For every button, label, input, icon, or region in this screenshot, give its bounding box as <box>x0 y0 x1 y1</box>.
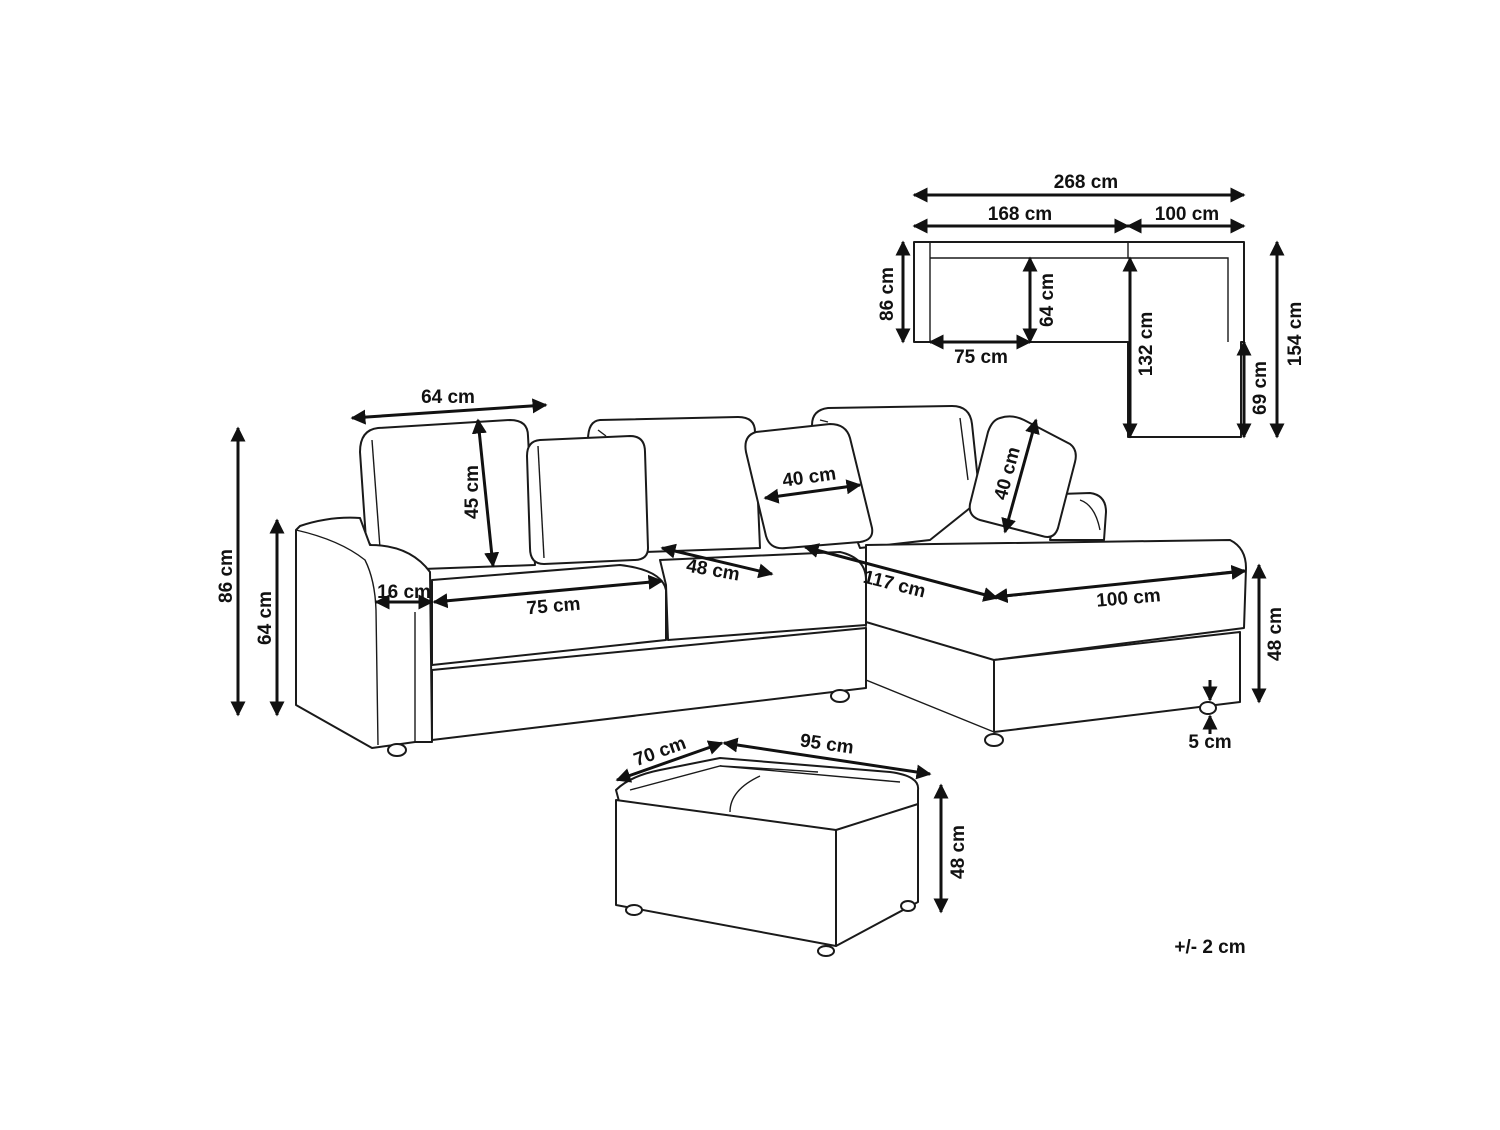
left-arm <box>295 516 433 749</box>
plan-inner <box>929 242 1229 342</box>
label-seat-height: 48 cm <box>1265 607 1286 661</box>
dim-arrow-back-width <box>350 398 548 425</box>
label-top-inner-height: 64 cm <box>1037 273 1058 327</box>
dim-arrow-chaise-length <box>803 543 999 602</box>
sofa-leg <box>387 743 407 757</box>
label-top-total-depth: 154 cm <box>1285 302 1306 366</box>
dim-arrow-pillow-height <box>1001 418 1040 534</box>
ottoman-drawing <box>615 757 920 957</box>
chaise-base <box>993 631 1241 733</box>
dim-arrow-seat-width <box>432 574 664 609</box>
dim-arrow-chaise-width <box>992 564 1247 604</box>
pillow-3 <box>968 415 1077 538</box>
label-back-width: 64 cm <box>421 387 475 408</box>
ottoman-leg <box>900 900 916 912</box>
label-seat-width: 75 cm <box>526 594 582 620</box>
sofa-leg <box>1199 701 1217 715</box>
label-top-chaise-end: 69 cm <box>1250 361 1271 415</box>
label-top-total: 268 cm <box>1054 172 1118 193</box>
ottoman-leg <box>625 904 643 916</box>
dimension-arrows <box>230 187 1285 914</box>
ottoman-side <box>835 803 919 947</box>
label-back-height: 45 cm <box>462 465 483 519</box>
sofa-drawing <box>295 405 1247 757</box>
sofa-leg <box>830 689 850 703</box>
label-tolerance: +/- 2 cm <box>1174 937 1245 958</box>
dimension-labels: 268 cm 168 cm 100 cm 86 cm 64 cm 75 cm 1… <box>216 172 1306 958</box>
label-top-seat: 75 cm <box>954 347 1008 368</box>
sofa-leg <box>984 733 1004 747</box>
dim-arrow-ottoman-depth <box>615 740 724 783</box>
label-top-chaise-length: 132 cm <box>1136 312 1157 376</box>
label-top-right: 100 cm <box>1155 204 1219 225</box>
label-ottoman-height: 48 cm <box>948 825 969 879</box>
pillow-1 <box>526 435 649 565</box>
dim-arrow-pillow-width <box>763 479 862 504</box>
label-arm-width: 16 cm <box>377 582 431 603</box>
label-top-height: 86 cm <box>877 267 898 321</box>
dim-arrow-seat-depth <box>660 543 774 579</box>
label-leg-height: 5 cm <box>1188 732 1231 753</box>
dim-arrow-ottoman-width <box>722 737 932 780</box>
ottoman-leg <box>817 945 835 957</box>
label-top-left: 168 cm <box>988 204 1052 225</box>
dim-arrow-back-height <box>471 418 500 568</box>
label-total-height: 86 cm <box>216 549 237 603</box>
label-arm-height: 64 cm <box>255 591 276 645</box>
